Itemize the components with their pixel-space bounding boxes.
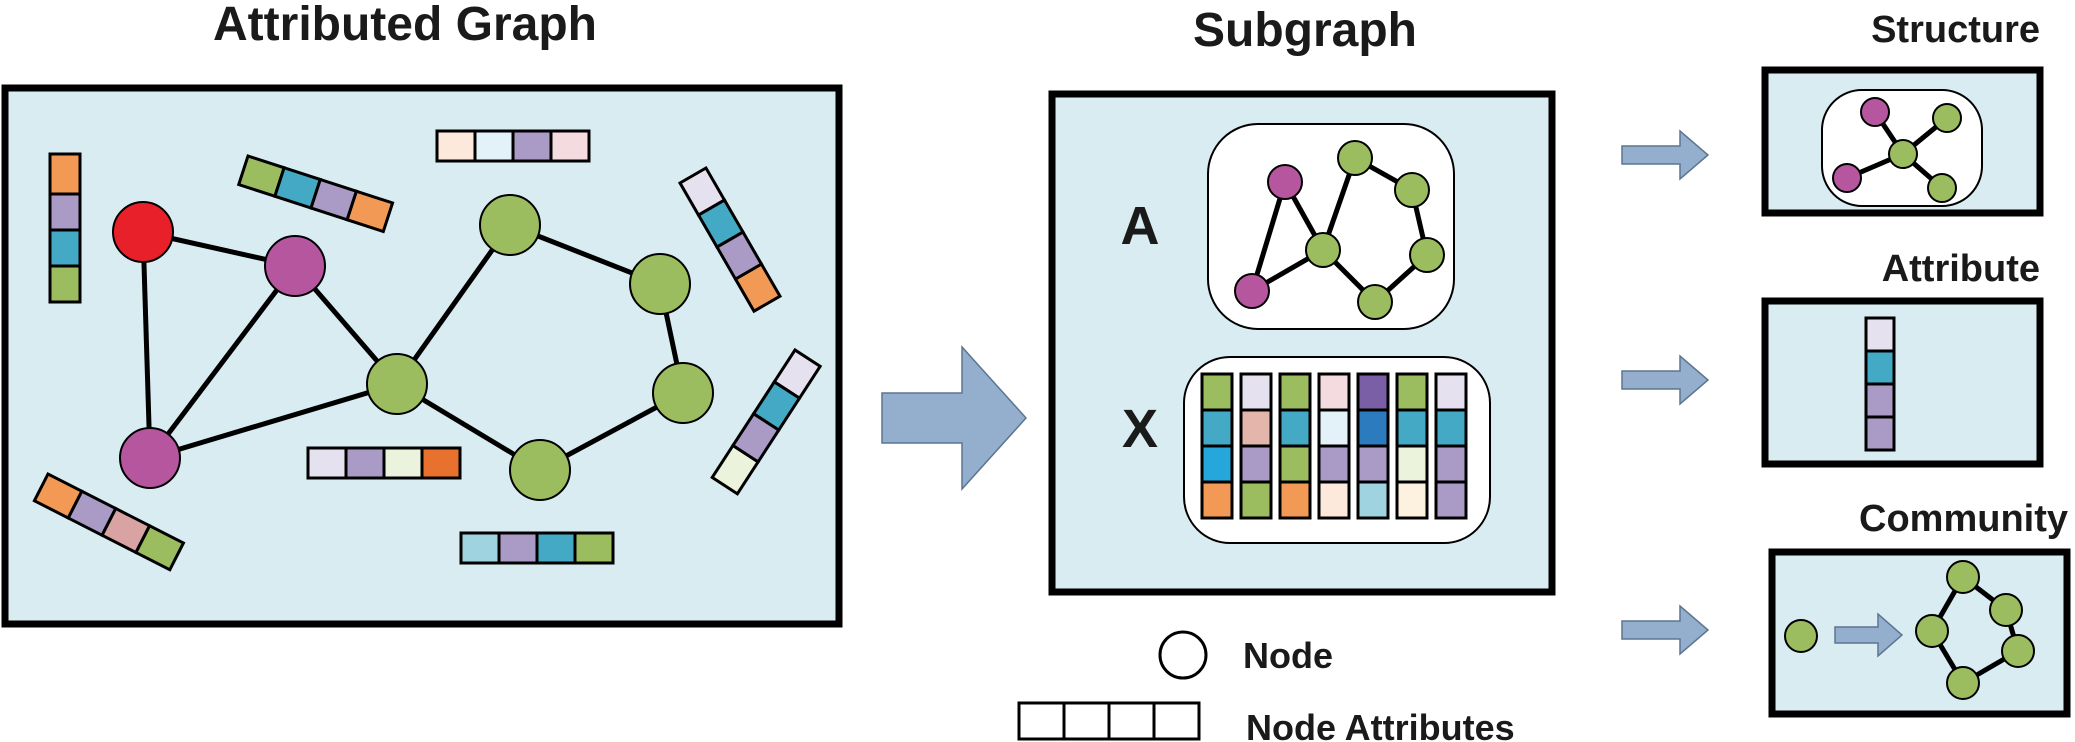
- right-arrow-icon: [1621, 354, 1710, 406]
- magenta-node: [1267, 164, 1303, 200]
- node-attributes-legend-label: Node Attributes: [1246, 707, 1515, 742]
- red-node: [112, 201, 174, 263]
- green-node: [629, 253, 691, 315]
- magenta-node: [119, 427, 181, 489]
- feature-column: [1395, 372, 1429, 520]
- green-node: [2001, 634, 2035, 668]
- feature-column: [1278, 372, 1312, 520]
- node-legend-label: Node: [1243, 635, 1333, 676]
- attributed-graph-title: Attributed Graph: [213, 0, 597, 51]
- graph-edge: [394, 223, 513, 386]
- magenta-node: [1234, 273, 1270, 309]
- attribute-vector: [459, 531, 615, 565]
- features-label: X: [1122, 399, 1158, 459]
- adjacency-label: A: [1121, 196, 1160, 256]
- magenta-node: [1860, 97, 1890, 127]
- node-attributes-legend-icon: [1017, 701, 1201, 741]
- green-node: [479, 194, 541, 256]
- green-node: [1946, 560, 1980, 594]
- green-node: [652, 362, 714, 424]
- graph-nodes: [112, 194, 714, 501]
- attributed-graph-panel: [1, 84, 843, 628]
- graph-edge: [140, 231, 153, 459]
- attribute-panel: [1761, 297, 2044, 468]
- feature-column: [1239, 372, 1273, 520]
- green-node: [1932, 103, 1962, 133]
- green-node: [1927, 173, 1957, 203]
- graph-edge: [148, 264, 297, 460]
- attribute-vector: [32, 471, 186, 572]
- community-title: Community: [1859, 498, 2068, 540]
- feature-column: [1317, 372, 1351, 520]
- community-panel: [1768, 548, 2071, 718]
- right-arrow-icon: [1621, 604, 1710, 656]
- subgraph-title: Subgraph: [1193, 4, 1417, 57]
- green-node: [1888, 139, 1918, 169]
- attribute-box: [1761, 297, 2044, 468]
- right-arrow-icon: [1621, 129, 1710, 181]
- green-node: [1784, 619, 1818, 653]
- green-node: [1305, 232, 1341, 268]
- subgraph-panel: A X: [1048, 90, 1556, 596]
- adjacency-subgraph: [1234, 140, 1445, 320]
- attribute-title: Attribute: [1882, 248, 2040, 290]
- green-node: [1915, 614, 1949, 648]
- legend: Node Node Attributes: [1017, 630, 1515, 742]
- green-node: [1989, 593, 2023, 627]
- graph-edge: [149, 381, 398, 461]
- right-arrow-icon: [1834, 612, 1904, 658]
- feature-matrix: [1200, 372, 1468, 520]
- structure-panel: [1761, 66, 2044, 217]
- large-right-arrow-icon: [881, 345, 1028, 491]
- magenta-node: [264, 235, 326, 297]
- attribute-vector: [306, 446, 462, 480]
- attribute-vector: [710, 347, 823, 496]
- feature-column: [1434, 372, 1468, 520]
- structure-title: Structure: [1871, 9, 2040, 51]
- green-node: [509, 439, 571, 501]
- green-node: [1946, 666, 1980, 700]
- attribute-vector: [1864, 316, 1896, 452]
- feature-column: [1356, 372, 1390, 520]
- node-legend-icon: [1158, 630, 1208, 680]
- attribute-vector: [435, 129, 591, 163]
- green-node: [1357, 284, 1393, 320]
- green-node: [1409, 237, 1445, 273]
- green-node: [366, 353, 428, 415]
- green-node: [1337, 140, 1373, 176]
- attribute-vector: [48, 152, 82, 304]
- magenta-node: [1832, 163, 1862, 193]
- feature-column: [1200, 372, 1234, 520]
- attribute-vector: [677, 165, 783, 314]
- attribute-vector: [236, 154, 395, 234]
- green-node: [1394, 172, 1430, 208]
